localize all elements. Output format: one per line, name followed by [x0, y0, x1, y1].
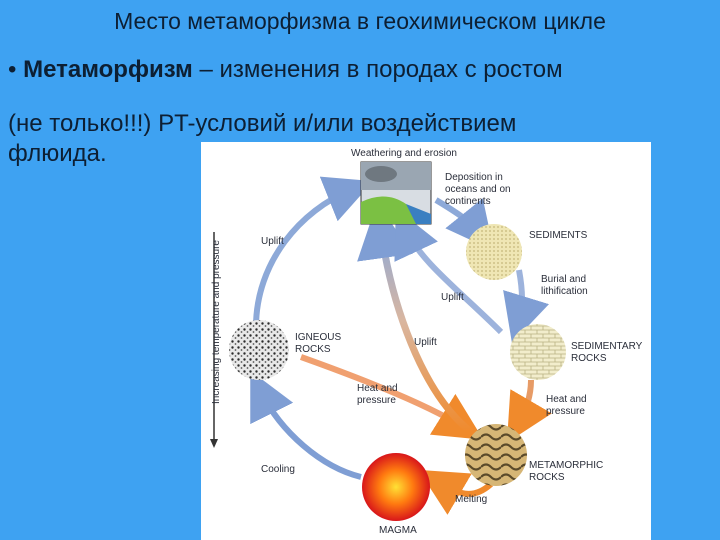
bullet-definition: – изменения в породах с ростом	[192, 56, 563, 83]
uplift-mid-label: Uplift	[441, 292, 464, 303]
sedimentary-label-1: SEDIMENTARY	[571, 341, 643, 352]
heat-pressure-center-arrow	[299, 354, 484, 440]
igneous-label-1: IGNEOUS	[295, 332, 341, 343]
weathering-cloud	[365, 166, 397, 182]
uplift-left-label: Uplift	[261, 236, 284, 247]
heat-right-label-1: Heat and	[546, 394, 587, 405]
heat-center-label-2: pressure	[357, 395, 396, 406]
rock-cycle-diagram: Increasing temperature and pressure Weat…	[201, 142, 651, 540]
axis-arrowhead	[210, 439, 218, 448]
uplift-mid-arrow	[394, 208, 504, 335]
definition-line-2: (не только!!!) PT-условий и/или воздейст…	[8, 110, 517, 137]
burial-label-2: lithification	[541, 286, 588, 297]
metamorphic-label-2: ROCKS	[529, 472, 565, 483]
sediments-image	[466, 224, 522, 280]
bullet-term: Метаморфизм	[23, 56, 193, 83]
melting-arrow	[418, 469, 494, 515]
deposition-label-2: oceans and on	[445, 184, 511, 195]
sediments-label: SEDIMENTS	[529, 230, 588, 241]
heat-right-label-2: pressure	[546, 406, 585, 417]
slide-title: Место метаморфизма в геохимическом цикле	[114, 8, 606, 34]
sedimentary-label-2: ROCKS	[571, 353, 607, 364]
burial-arrow	[503, 269, 549, 343]
uplift-inner-label: Uplift	[414, 337, 437, 348]
weathering-label: Weathering and erosion	[351, 148, 457, 159]
metamorphic-rocks-image	[465, 424, 527, 486]
deposition-arrow	[434, 197, 495, 251]
uplift-inner-arrow	[357, 202, 474, 435]
burial-label-1: Burial and	[541, 274, 586, 285]
uplift-left-arrow	[253, 176, 374, 328]
igneous-rocks-image	[229, 320, 289, 380]
magma-image	[362, 453, 430, 521]
cooling-arrow	[250, 370, 362, 480]
heat-center-label-1: Heat and	[357, 383, 398, 394]
cooling-label: Cooling	[261, 464, 295, 475]
rock-cycle-svg: Increasing temperature and pressure Weat…	[210, 148, 643, 536]
heat-pressure-right-arrow	[506, 379, 552, 443]
deposition-label-3: continents	[445, 196, 491, 207]
bullet-char: •	[8, 56, 17, 83]
bullet-line: • Метаморфизм – изменения в породах с ро…	[8, 56, 563, 84]
metamorphic-label-1: METAMORPHIC	[529, 460, 603, 471]
sedimentary-rocks-image	[510, 324, 566, 380]
melting-label: Melting	[455, 494, 487, 505]
igneous-label-2: ROCKS	[295, 344, 331, 355]
deposition-label-1: Deposition in	[445, 172, 503, 183]
magma-label: MAGMA	[379, 525, 417, 536]
weathering-water	[406, 204, 431, 224]
axis-label: Increasing temperature and pressure	[211, 240, 222, 404]
definition-line-3: флюида.	[8, 140, 107, 167]
